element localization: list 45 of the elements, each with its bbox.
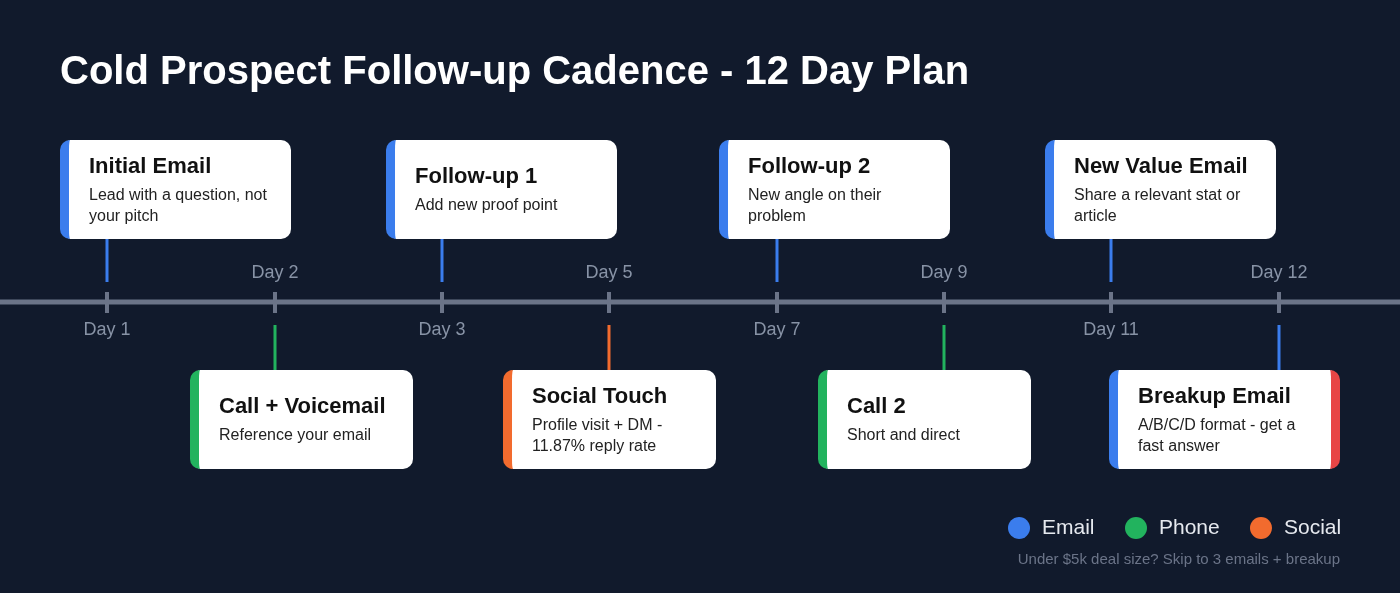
connector-line [1109,239,1113,282]
legend-label: Phone [1159,515,1220,539]
step-description: Share a relevant stat or article [1074,184,1242,226]
step-title: Call + Voicemail [219,393,387,420]
step-description: New angle on their problem [748,184,883,226]
step-description: Lead with a question, not your pitch [89,184,268,226]
step-card [719,140,950,239]
title: Cold Prospect Follow-up Cadence - 12 Day Plan [60,48,970,93]
step-card [190,370,413,469]
legend-label: Email [1042,515,1095,539]
step-description: Add new proof point [415,195,559,216]
legend-label: Social [1284,515,1342,539]
step-card [818,370,1031,469]
step-card [386,140,617,239]
step-title: Breakup Email [1138,382,1292,409]
step-card [1109,370,1340,469]
connector-line [942,325,946,370]
step-description: Profile visit + DM - 11.87% reply rate [532,414,664,456]
day-label: Day 5 [584,262,634,283]
connector-line [105,239,109,282]
day-label: Day 2 [250,262,300,283]
step-title: New Value Email [1074,152,1249,179]
day-label: Day 12 [1249,262,1309,283]
connector-line [607,325,611,370]
connector-line [1277,325,1281,370]
step-title: Follow-up 1 [415,163,539,190]
step-title: Call 2 [847,393,907,420]
day-label: Day 7 [752,319,802,340]
day-label: Day 3 [417,319,467,340]
step-card [60,140,291,239]
step-description: Reference your email [219,425,373,446]
connector-line [440,239,444,282]
step-card [1045,140,1276,239]
connector-line [775,239,779,282]
footnote: Under $5k deal size? Skip to 3 emails + breakup [1017,550,1340,567]
connector-line [273,325,277,370]
day-label: Day 9 [919,262,969,283]
step-title: Initial Email [89,152,213,179]
day-label: Day 11 [1082,319,1140,340]
step-card [503,370,716,469]
step-title: Social Touch [532,382,669,409]
step-description: A/B/C/D format - get a fast answer [1138,414,1297,456]
step-title: Follow-up 2 [748,152,872,179]
day-label: Day 1 [82,319,132,340]
step-description: Short and direct [847,425,961,446]
